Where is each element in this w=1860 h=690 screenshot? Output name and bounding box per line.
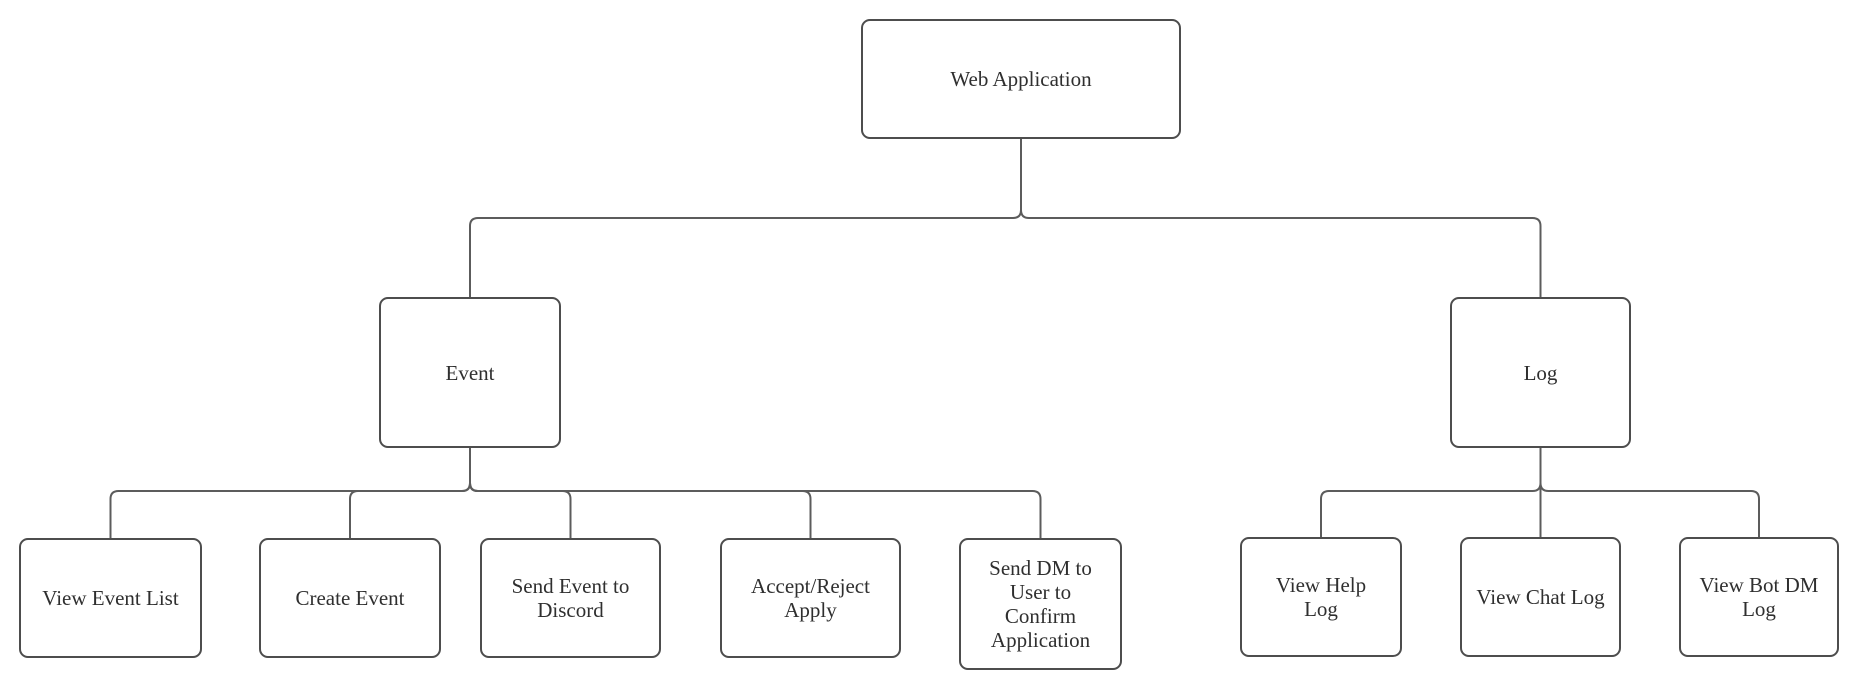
connector-root-to-event <box>469 139 1022 297</box>
connector-event-to-send-dm <box>469 448 1042 538</box>
node-view-event-list: View Event List <box>19 538 202 658</box>
connector-event-to-view-event-list <box>109 448 471 538</box>
node-view-help-log: View Help Log <box>1240 537 1402 657</box>
connector-log-to-view-help-log <box>1320 448 1542 537</box>
connector-event-to-send-event-to-discord <box>469 448 572 538</box>
node-send-dm-confirm-application: Send DM to User to Confirm Application <box>959 538 1122 670</box>
node-send-event-to-discord: Send Event to Discord <box>480 538 661 658</box>
node-accept-reject-apply: Accept/Reject Apply <box>720 538 901 658</box>
node-view-chat-log: View Chat Log <box>1460 537 1621 657</box>
connector-event-to-accept-reject-apply <box>469 448 812 538</box>
connector-root-to-log <box>1020 139 1542 297</box>
node-event: Event <box>379 297 561 448</box>
connector-log-to-view-bot-dm-log <box>1539 448 1760 537</box>
node-create-event: Create Event <box>259 538 441 658</box>
connector-event-to-create-event <box>349 448 471 538</box>
node-view-bot-dm-log: View Bot DM Log <box>1679 537 1839 657</box>
node-web-application: Web Application <box>861 19 1181 139</box>
node-log: Log <box>1450 297 1631 448</box>
